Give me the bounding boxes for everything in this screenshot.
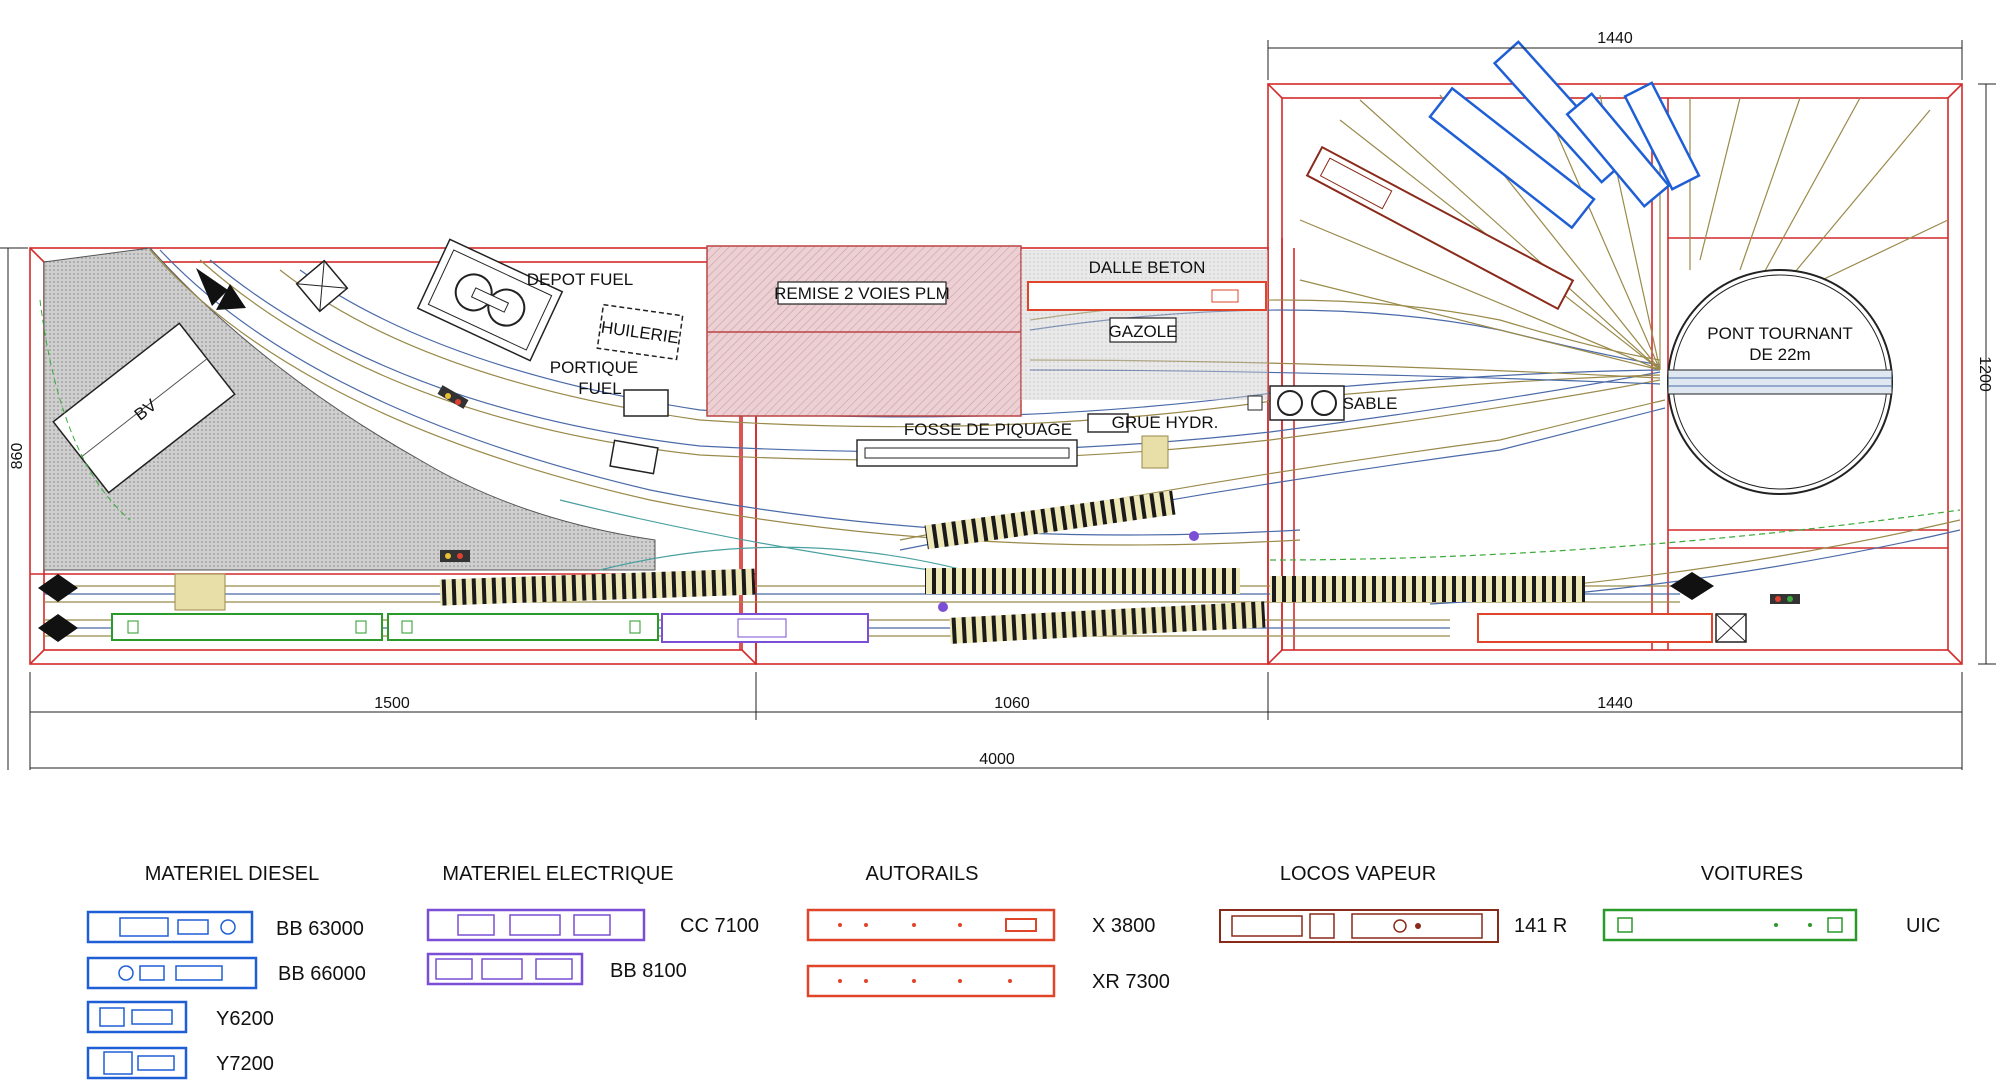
end-arrows: [38, 572, 1714, 642]
legend-141r-icon: [1219, 909, 1499, 943]
legend-bb66000-icon: [86, 956, 258, 990]
portique-fuel-1: [623, 389, 669, 417]
legend-uic-icon: [1602, 908, 1858, 942]
legend-vapeur-title: LOCOS VAPEUR: [1280, 863, 1436, 885]
buffer-stop-2: [216, 284, 246, 310]
legend-autorails-title: AUTORAILS: [866, 863, 979, 885]
legend-cc7100-icon: [426, 908, 646, 942]
station-ground: [43, 247, 656, 571]
legend-electrique-title: MATERIEL ELECTRIQUE: [442, 863, 673, 885]
legend-y7200-icon: [86, 1046, 188, 1080]
rolling-stock-on-plan: [111, 40, 1747, 643]
turntable: [1667, 269, 1893, 495]
grue-hydr-icon: [1087, 413, 1129, 433]
pont-label-2: DE 22m: [1749, 345, 1810, 364]
turnouts: [174, 435, 1585, 644]
dalle-beton-label: DALLE BETON: [1089, 258, 1206, 277]
legend-uic: UIC: [1906, 915, 1940, 937]
legend-bb8100: BB 8100: [610, 960, 687, 982]
signals: [437, 385, 1800, 612]
fosse-de-piquage: [856, 439, 1078, 467]
dim-seg-3: 1440: [1597, 695, 1633, 712]
buffer-stop-1: [196, 268, 228, 306]
gazole-label: GAZOLE: [1109, 322, 1178, 341]
grue-label: GRUE HYDR.: [1112, 413, 1219, 432]
depot-fuel-label: DEPOT FUEL: [527, 270, 633, 289]
legend-141r: 141 R: [1514, 915, 1567, 937]
dim-total: 4000: [979, 751, 1015, 768]
legend-y7200: Y7200: [216, 1053, 274, 1075]
legend-bb63000: BB 63000: [276, 918, 364, 940]
legend-y6200: Y6200: [216, 1008, 274, 1030]
baseboard-frames: [29, 83, 1963, 665]
legend-y6200-icon: [86, 1000, 188, 1034]
dim-seg-2: 1060: [994, 695, 1030, 712]
dim-right-height: 1200: [1976, 356, 1993, 392]
sable-silo: [1247, 385, 1345, 421]
remise-2-voies: REMISE 2 VOIES PLM: [706, 245, 1022, 417]
depot-fuel-tank: [416, 238, 564, 362]
legend-bb8100-icon: [426, 952, 584, 986]
dim-left-height: 860: [9, 443, 26, 470]
legend-xr7300-icon: [806, 964, 1056, 998]
dimension-lines: [0, 40, 1996, 770]
legend-cc7100: CC 7100: [680, 915, 759, 937]
legend-x3800-icon: [806, 908, 1056, 942]
remise-label: REMISE 2 VOIES PLM: [774, 284, 950, 303]
legend-voitures-title: VOITURES: [1701, 863, 1803, 885]
pont-label-1: PONT TOURNANT: [1707, 324, 1852, 343]
portique-fuel-2: [609, 439, 659, 475]
legend: MATERIEL DIESEL BB 63000 BB 66000 Y6200 …: [86, 863, 1940, 1080]
dim-top-width: 1440: [1597, 30, 1633, 47]
portique-label-1: PORTIQUE: [550, 358, 638, 377]
signal-box-cross: [295, 259, 349, 313]
gazole-box: [1109, 317, 1177, 343]
sable-label: SABLE: [1343, 394, 1398, 413]
legend-xr7300: XR 7300: [1092, 971, 1170, 993]
legend-bb63000-icon: [86, 910, 254, 944]
legend-diesel-title: MATERIEL DIESEL: [145, 863, 320, 885]
huilerie-building: HUILERIE: [596, 303, 684, 361]
bv-building: BV: [52, 322, 236, 494]
legend-x3800: X 3800: [1092, 915, 1155, 937]
legend-bb66000: BB 66000: [278, 963, 366, 985]
portique-label-2: FUEL: [578, 379, 621, 398]
fosse-label: FOSSE DE PIQUAGE: [904, 420, 1072, 439]
dim-seg-1: 1500: [374, 695, 410, 712]
